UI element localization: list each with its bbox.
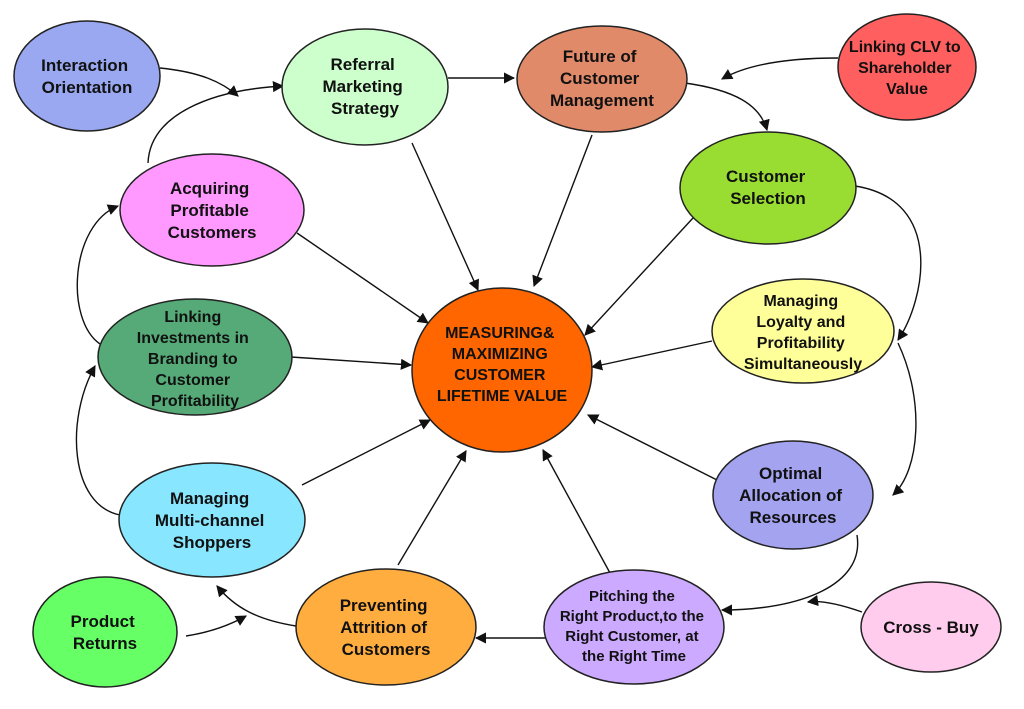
- edge-loyalty-to-center: [590, 340, 713, 371]
- edge-future-to-center: [532, 134, 593, 288]
- node-referral-marketing-strategy: Referral Marketing Strategy: [281, 28, 449, 146]
- node-label: Customer Selection: [726, 167, 810, 208]
- edge-preventing-to-center: [397, 450, 467, 566]
- edge-selection-to-center: [584, 217, 694, 336]
- edge-clv-to-future: [721, 57, 839, 80]
- edge-referral-to-center: [411, 142, 479, 292]
- node-linking-clv-to-shareholder-value: Linking CLV to Shareholder Value: [837, 13, 977, 121]
- node-pitching-the-right-product: Pitching the Right Product,to the Right …: [543, 569, 725, 685]
- node-label: Linking Investments in Branding to Custo…: [137, 309, 253, 410]
- edge-productreturns-to-multichannel-link: [185, 615, 247, 637]
- node-preventing-attrition-of-customers: Preventing Attrition of Customers: [295, 568, 477, 686]
- node-label: Linking CLV to Shareholder Value: [849, 39, 965, 98]
- node-product-returns: Product Returns: [32, 576, 178, 688]
- node-customer-selection: Customer Selection: [679, 131, 857, 245]
- node-managing-multi-channel-shoppers: Managing Multi-channel Shoppers: [118, 462, 306, 578]
- edge-pitching-to-center: [542, 449, 611, 574]
- node-linking-investments-in-branding: Linking Investments in Branding to Custo…: [97, 298, 293, 416]
- edge-crossbuy-to-pitching-link: [806, 595, 863, 613]
- edge-branding-to-acquiring: [76, 204, 120, 345]
- edge-future-to-selection: [684, 82, 770, 132]
- node-future-of-customer-management: Future of Customer Management: [516, 25, 688, 133]
- node-label: Acquiring Profitable Customers: [168, 179, 257, 242]
- node-managing-loyalty-and-profitability: Managing Loyalty and Profitability Simul…: [711, 278, 895, 384]
- node-label: Preventing Attrition of Customers: [340, 596, 433, 659]
- edge-optimal-to-pitching: [720, 534, 859, 616]
- edge-branding-to-center: [290, 356, 413, 370]
- node-acquiring-profitable-customers: Acquiring Profitable Customers: [119, 153, 305, 267]
- edge-interaction-to-referral-link: [159, 67, 239, 97]
- node-interaction-orientation: Interaction Orientation: [13, 20, 161, 132]
- edge-loyalty-to-optimal: [892, 342, 917, 496]
- center-node: MEASURING& MAXIMIZING CUSTOMER LIFETIME …: [411, 287, 593, 453]
- edge-multichannel-to-center: [301, 419, 431, 486]
- edge-acquiring-to-center: [296, 232, 429, 324]
- node-optimal-allocation-of-resources: Optimal Allocation of Resources: [712, 440, 874, 550]
- edge-optimal-to-center: [586, 414, 718, 481]
- nodes: Interaction Orientation Referral Marketi…: [13, 13, 1002, 688]
- node-label: Optimal Allocation of Resources: [739, 464, 847, 527]
- edge-preventing-to-multichannel: [216, 585, 297, 627]
- edge-selection-to-loyalty: [854, 185, 922, 341]
- center-label: MEASURING& MAXIMIZING CUSTOMER LIFETIME …: [437, 325, 568, 405]
- node-label: Product Returns: [71, 612, 140, 653]
- node-label: Interaction Orientation: [41, 56, 133, 97]
- node-label: Referral Marketing Strategy: [322, 55, 407, 118]
- edge-multichannel-to-branding: [75, 365, 121, 516]
- node-label: Pitching the Right Product,to the Right …: [560, 588, 708, 665]
- node-label: Managing Multi-channel Shoppers: [155, 489, 269, 552]
- node-cross-buy: Cross - Buy: [860, 581, 1002, 673]
- node-label: Managing Loyalty and Profitability Simul…: [744, 293, 862, 373]
- node-label: Cross - Buy: [883, 618, 979, 637]
- node-label: Future of Customer Management: [550, 47, 654, 110]
- edges: [75, 57, 922, 644]
- edge-acquiring-to-referral: [147, 80, 285, 164]
